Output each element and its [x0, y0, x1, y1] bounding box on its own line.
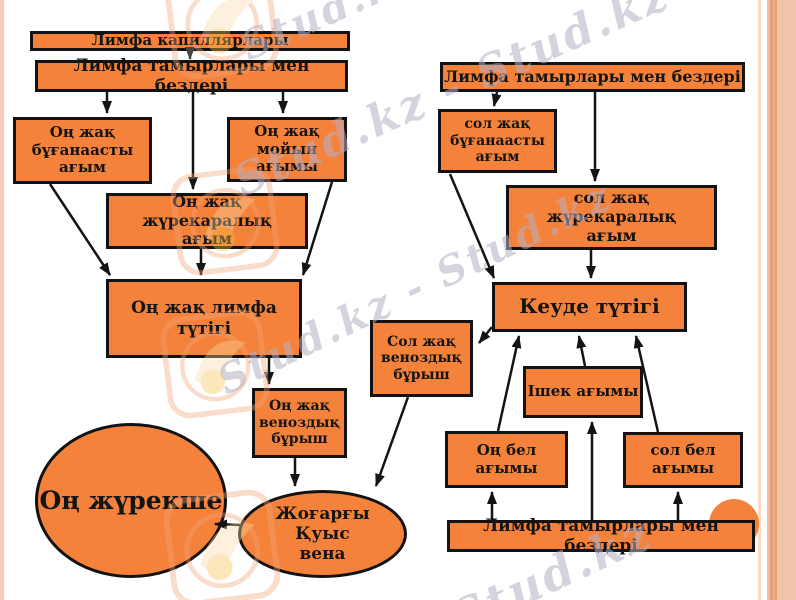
node-label: Кеуде түтігі [519, 294, 660, 319]
node-label: сол жақ жүрекаралық ағым [546, 188, 677, 245]
node-label: Оң жақ мойын ағымы [254, 121, 320, 176]
node-superior-vena-cava: Жоғарғы Қуыс вена [238, 490, 407, 578]
node-label: сол жақ бұғанаасты ағым [450, 116, 545, 166]
node-label: Лимфа тамырлары мен бездері [483, 515, 719, 556]
edge-right-lumbar-trunk--thoracic-duct [496, 335, 522, 432]
node-lymph-vessels-bottom: Лимфа тамырлары мен бездері [447, 516, 755, 556]
node-label: Жоғарғы Қуыс вена [275, 503, 370, 565]
edge-lymph-vessels-right--left-subclavian-trunk [491, 91, 502, 107]
node-label: Оң жақ веноздық бұрыш [259, 398, 340, 448]
node-label: Лимфа тамырлары мен бездері [73, 55, 310, 96]
node-label: Сол жақ веноздық бұрыш [381, 333, 462, 383]
node-label: Оң жақ лимфа түтігі [131, 298, 277, 339]
node-right-venous-angle: Оң жақ веноздық бұрыш [252, 388, 347, 458]
node-left-venous-angle: Сол жақ веноздық бұрыш [370, 320, 473, 397]
edge-thoracic-duct--left-venous-angle [478, 326, 493, 344]
left-border-stripe [0, 0, 5, 600]
node-lymph-vessels-left: Лимфа тамырлары мен бездері [35, 56, 348, 96]
node-left-bronchomediastinal-trunk: сол жақ жүрекаралық ағым [506, 185, 717, 250]
node-left-lumbar-trunk: сол бел ағымы [623, 432, 743, 488]
edge-left-subclavian-trunk--thoracic-duct [448, 173, 496, 279]
edge-left-venous-angle--superior-vena-cava [374, 396, 410, 487]
node-right-bronchomediastinal-trunk: Оң жақ жүрекаралық ағым [106, 191, 308, 249]
node-label: Оң жақ бұғанаасты ағым [31, 122, 134, 177]
node-label: Лимфа капиллярлары [91, 31, 289, 50]
node-label: сол бел ағымы [650, 441, 716, 477]
node-label: Оң жүрекше [39, 485, 223, 515]
edge-intestinal-trunk--thoracic-duct [576, 335, 587, 367]
node-right-jugular-trunk: Оң жақ мойын ағымы [227, 117, 347, 182]
node-intestinal-trunk: Ішек ағымы [523, 366, 643, 418]
node-right-subclavian-trunk: Оң жақ бұғанаасты ағым [13, 117, 152, 184]
node-right-atrium: Оң жүрекше [35, 423, 227, 578]
node-left-subclavian-trunk: сол жақ бұғанаасты ағым [438, 109, 557, 173]
node-right-lymphatic-duct: Оң жақ лимфа түтігі [106, 279, 302, 358]
node-lymph-vessels-right: Лимфа тамырлары мен бездері [440, 62, 745, 92]
node-label: Лимфа тамырлары мен бездері [444, 66, 741, 86]
node-lymph-capillaries: Лимфа капиллярлары [30, 31, 350, 51]
node-label: Оң бел ағымы [475, 440, 538, 477]
node-right-lumbar-trunk: Оң бел ағымы [445, 431, 568, 488]
edge-right-subclavian-trunk--right-lymphatic-duct [48, 183, 112, 276]
node-label: Ішек ағымы [527, 382, 639, 401]
right-border-stripe [758, 0, 796, 600]
node-label: Оң жақ жүрекаралық ағым [142, 191, 272, 249]
node-thoracic-duct: Кеуде түтігі [492, 282, 687, 332]
